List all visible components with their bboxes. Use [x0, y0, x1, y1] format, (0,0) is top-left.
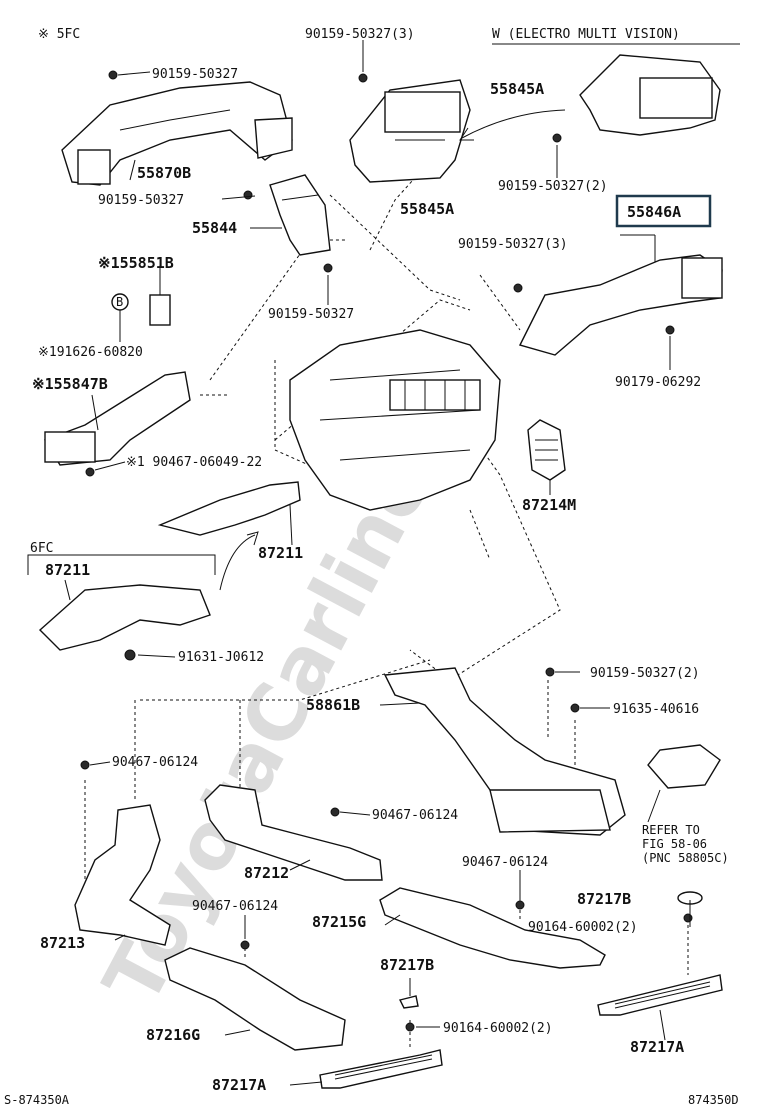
arrow-head-ems — [459, 127, 474, 141]
label-87217B-b: 87217B — [380, 956, 434, 974]
duct-87215G — [379, 887, 606, 969]
label-90159-50327-3-top: 90159-50327(3) — [305, 27, 415, 42]
label-87213: 87213 — [40, 934, 85, 952]
label-55846A: 55846A — [627, 203, 681, 221]
label-87216G: 87216G — [146, 1026, 200, 1044]
label-90159-50327-2-a: 90159-50327(2) — [498, 179, 608, 194]
label-55845A-b: 55845A — [400, 200, 454, 218]
label-87217A-b: 87217A — [212, 1076, 266, 1094]
duct-refer-58805C — [647, 744, 721, 789]
arrow-head-6fc — [246, 531, 259, 546]
highlight-box-55846A — [615, 194, 712, 228]
label-87217B-a: 87217B — [577, 890, 631, 908]
duct-55870B — [61, 81, 293, 186]
label-55845A-a: 55845A — [490, 80, 544, 98]
badge-b: B — [116, 295, 123, 309]
label-55844: 55844 — [192, 219, 237, 237]
label-191626-60820: ※191626-60820 — [38, 345, 143, 360]
arrow-ems — [461, 109, 566, 139]
refer-line-2: FIG 58-06 — [642, 837, 707, 851]
label-58861B: 58861B — [306, 696, 360, 714]
label-90179-06292: 90179-06292 — [615, 375, 701, 390]
label-90159-50327-a: 90159-50327 — [152, 67, 238, 82]
clip-55851B: B — [111, 293, 171, 326]
label-90159-50327-3-b: 90159-50327(3) — [458, 237, 568, 252]
label-90467-06124-c: 90467-06124 — [462, 855, 548, 870]
label-90467-06049-22: ※1 90467-06049-22 — [126, 455, 262, 470]
label-87211-b: 87211 — [45, 561, 90, 579]
duct-58861B — [383, 667, 626, 836]
note-5fc: ※ 5FC — [38, 27, 80, 42]
duct-87212 — [204, 784, 383, 881]
label-90164-60002-2-b: 90164-60002(2) — [443, 1021, 553, 1036]
fasteners — [80, 70, 703, 1032]
label-87217A-a: 87217A — [630, 1038, 684, 1056]
bracket-55844 — [269, 174, 331, 256]
duct-55846A — [518, 254, 723, 356]
register-87214M — [527, 419, 566, 481]
duct-87211-upper — [157, 481, 301, 536]
heater-assembly — [289, 329, 501, 511]
label-87211-a: 87211 — [258, 544, 303, 562]
note-6fc: 6FC — [30, 541, 53, 556]
label-87212: 87212 — [244, 864, 289, 882]
label-87215G: 87215G — [312, 913, 366, 931]
refer-line-3: (PNC 58805C) — [642, 851, 729, 865]
duct-87216G — [164, 947, 346, 1051]
label-91635-40616: 91635-40616 — [613, 702, 699, 717]
leader-lines — [64, 40, 691, 1086]
footer-code-left: S-874350A — [4, 1093, 70, 1107]
label-90467-06124-b: 90467-06124 — [372, 808, 458, 823]
grille-87217A-bottom — [319, 1049, 443, 1089]
label-90467-06124-a: 90467-06124 — [112, 755, 198, 770]
box-6fc — [27, 554, 216, 575]
refer-line-1: REFER TO — [642, 823, 700, 837]
label-90164-60002-2-a: 90164-60002(2) — [528, 920, 638, 935]
footer-code-right: 874350D — [688, 1093, 739, 1107]
label-91631-J0612: 91631-J0612 — [178, 650, 264, 665]
duct-55845A-ems — [579, 54, 721, 136]
label-87214M: 87214M — [522, 496, 576, 514]
duct-87211-6fc — [38, 584, 211, 651]
note-electro-multi-vision: W (ELECTRO MULTI VISION) — [492, 27, 680, 42]
label-55870B: 55870B — [137, 164, 191, 182]
duct-55847B — [43, 371, 191, 466]
label-155847B: ※155847B — [32, 375, 108, 393]
arrow-6fc — [219, 534, 256, 591]
label-90159-50327-2-b: 90159-50327(2) — [590, 666, 700, 681]
duct-87213 — [74, 804, 171, 946]
grille-87217A-right — [597, 974, 723, 1016]
label-155851B: ※155851B — [98, 254, 174, 272]
label-90159-50327-c: 90159-50327 — [268, 307, 354, 322]
label-90159-50327-b: 90159-50327 — [98, 193, 184, 208]
label-90467-06124-d: 90467-06124 — [192, 899, 278, 914]
duct-55845A — [349, 79, 471, 183]
